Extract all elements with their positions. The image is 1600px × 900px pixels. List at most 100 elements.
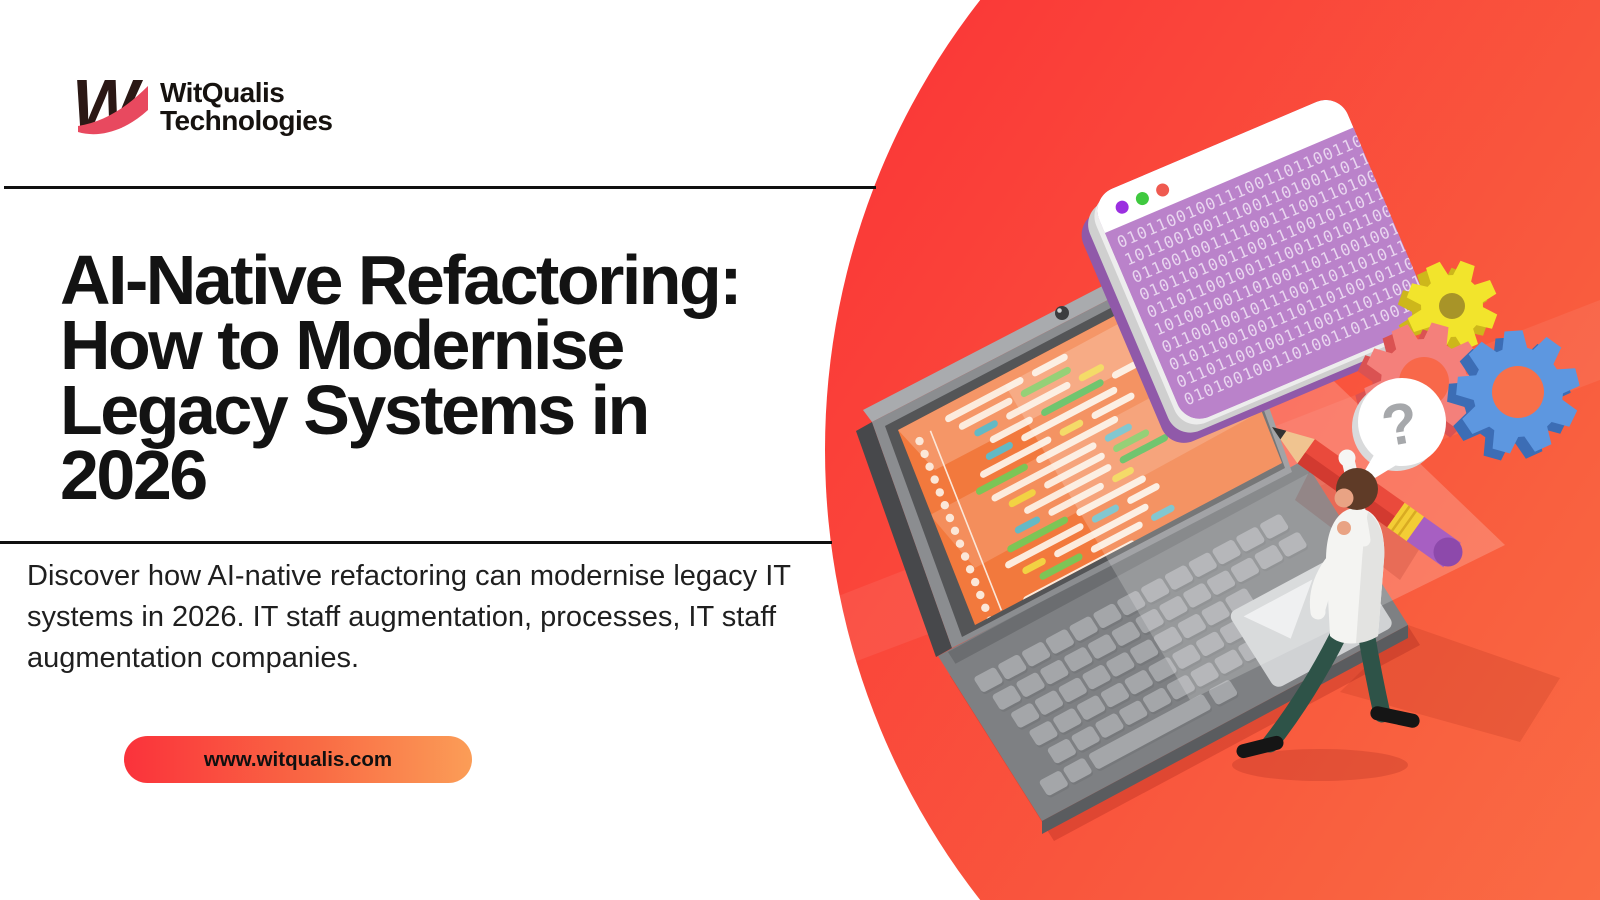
keyboard-key	[1119, 700, 1148, 725]
touchpad-glare	[1243, 579, 1313, 639]
code-token	[1112, 466, 1134, 483]
keyboard-key	[1201, 601, 1230, 626]
keyboard-key	[1260, 514, 1289, 539]
code-token	[1119, 434, 1169, 464]
keyboard-key	[1214, 649, 1243, 674]
man-torso-shade	[1356, 512, 1385, 643]
keyboard-key	[1095, 713, 1124, 738]
keyboard-key	[1100, 682, 1130, 708]
code-token	[1076, 475, 1146, 516]
keyboard-key	[1022, 642, 1051, 667]
keyboard-key	[1153, 626, 1183, 651]
laptop-long-shadow	[1340, 625, 1560, 742]
code-token	[1008, 489, 1036, 508]
gutter-dot	[925, 462, 934, 471]
keyboard-key	[998, 654, 1027, 680]
code-editor	[915, 353, 1175, 625]
code-token	[1021, 386, 1118, 442]
window-dot	[1115, 200, 1129, 214]
window-control-dots	[1115, 183, 1170, 214]
keyboard-key	[1141, 578, 1170, 603]
gutter-dot	[965, 565, 975, 574]
gutter-dot	[915, 436, 924, 446]
keyboard-key	[1058, 677, 1087, 702]
code-line	[1005, 483, 1160, 569]
code-token	[1127, 483, 1160, 504]
keyboard-key	[1209, 680, 1238, 705]
code-token	[1022, 557, 1046, 575]
keyboard-key	[1071, 726, 1100, 751]
keyboard-key	[1190, 662, 1219, 687]
keyboard-key	[1011, 703, 1040, 728]
gear-blue-hole	[1492, 366, 1544, 418]
keyboard-key	[1034, 690, 1064, 715]
code-token	[1044, 452, 1105, 489]
code-token	[1091, 392, 1135, 420]
code-line	[1022, 503, 1149, 575]
code-token	[1014, 516, 1041, 534]
gutter-dot	[945, 513, 955, 523]
code-line	[980, 392, 1135, 478]
man-shadow	[1232, 749, 1408, 781]
code-token	[1036, 416, 1119, 464]
code-line	[1039, 504, 1175, 580]
code-line	[976, 416, 1119, 495]
keyboard-key	[1069, 616, 1098, 641]
keyboard-key	[1089, 694, 1211, 769]
gutter-dot	[976, 590, 985, 600]
keyboard-key	[1159, 596, 1188, 621]
laptop-keyboard	[974, 514, 1392, 798]
code-token	[985, 441, 1013, 460]
code-line	[958, 366, 1071, 430]
man-right-shoe	[1370, 706, 1420, 728]
gutter-dot	[955, 539, 965, 548]
code-token	[991, 442, 1097, 502]
code-token	[1091, 504, 1119, 523]
bubble-body	[1358, 378, 1446, 466]
code-token	[1113, 429, 1150, 453]
window-titlebar-mask	[1104, 127, 1366, 261]
code-token	[958, 397, 1013, 430]
gutter-dot	[935, 488, 944, 497]
keyboard-key	[1111, 621, 1140, 646]
code-line	[974, 364, 1105, 437]
keyboard-key	[1143, 687, 1172, 713]
keyboard-key	[1088, 634, 1117, 659]
keyboard-key	[1183, 583, 1212, 608]
keyboard-key	[1064, 647, 1093, 672]
code-token	[1039, 553, 1083, 580]
code-line	[1014, 466, 1134, 534]
gutter-dot	[960, 552, 970, 561]
code-line	[985, 386, 1118, 460]
man-forearm	[1311, 525, 1351, 619]
keyboard-key	[1164, 565, 1194, 590]
keyboard-key	[1130, 639, 1159, 664]
pencil-wood	[1272, 427, 1315, 464]
code-token	[1006, 381, 1071, 420]
window-dot	[1135, 192, 1149, 206]
code-line	[1024, 434, 1169, 514]
website-button[interactable]: www.witqualis.com	[124, 736, 472, 783]
code-token	[974, 420, 998, 437]
ferrule-ridge	[1397, 510, 1418, 537]
code-token	[976, 463, 1028, 495]
code-line	[945, 353, 1068, 423]
code-token	[1041, 379, 1104, 416]
pencil-lead	[1272, 427, 1287, 440]
keyboard-key	[1039, 771, 1068, 796]
keyboard-key	[1093, 603, 1122, 628]
gear-yellow	[1397, 260, 1498, 359]
keyboard-key	[1177, 614, 1206, 639]
keyboard-key	[1188, 552, 1217, 577]
keyboard-key	[1040, 660, 1069, 685]
code-token	[1059, 419, 1084, 436]
gutter-dot	[981, 603, 990, 612]
code-line	[991, 423, 1132, 502]
code-token	[989, 416, 1033, 444]
gutter-dot	[920, 449, 929, 459]
keyboard-key	[1047, 739, 1076, 764]
man-left-shoe	[1236, 735, 1284, 759]
keyboard-key	[1196, 631, 1225, 656]
